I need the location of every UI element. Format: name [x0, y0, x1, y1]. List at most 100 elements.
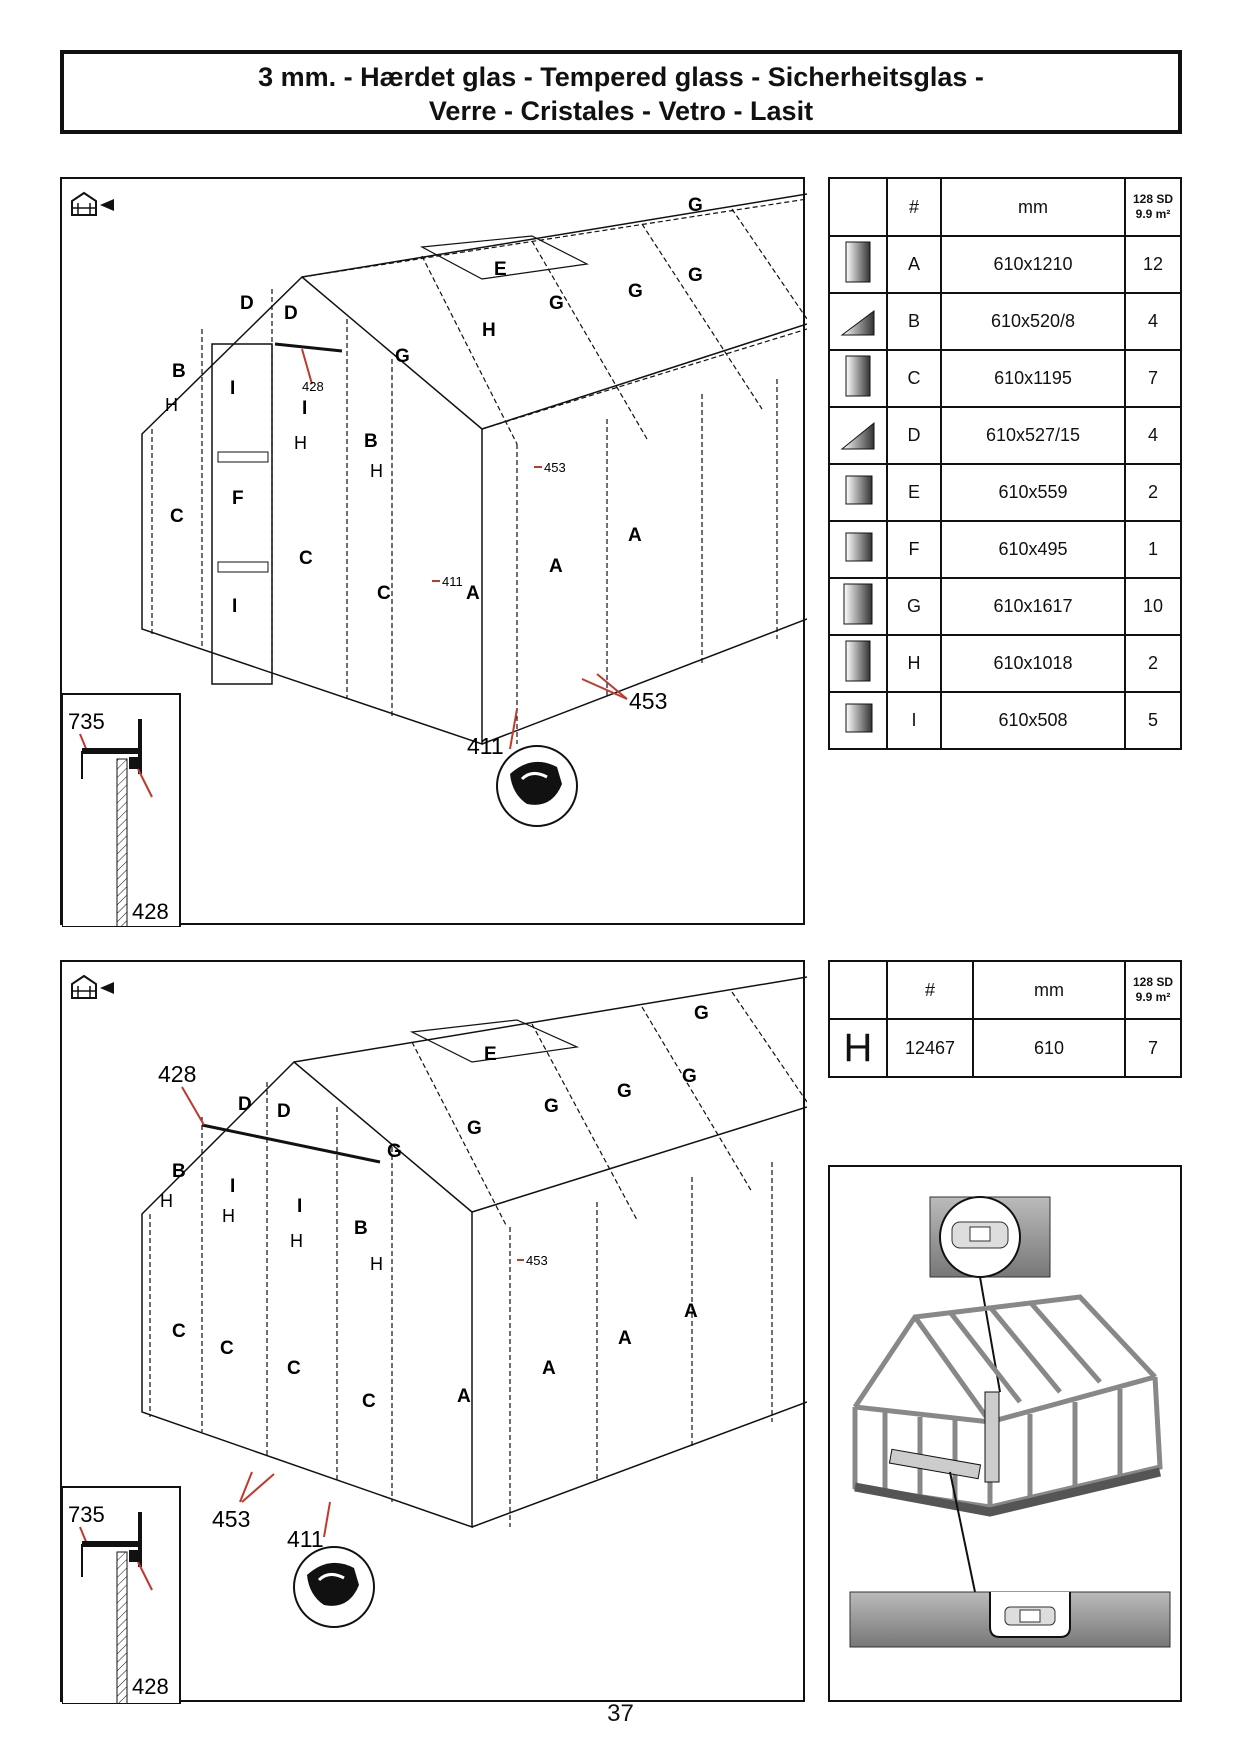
- pane-label-g1: G: [395, 346, 410, 367]
- pane-label-d2: D: [284, 303, 298, 324]
- greenhouse-glazing-diagram-1: E D D B B I I I F C C C A A A H G G G G …: [62, 191, 807, 927]
- pane-label-c3: C: [287, 1358, 301, 1379]
- h-clip-icon: H: [828, 1018, 888, 1078]
- clip-label-h3: H: [290, 1231, 303, 1251]
- pane-label-i2: I: [297, 1196, 302, 1217]
- seal-profile-411-icon: [293, 1546, 375, 1628]
- pane-label-c1: C: [170, 506, 184, 527]
- pane-label-g3: G: [544, 1096, 559, 1117]
- pane-label-g3: G: [628, 281, 643, 302]
- pane-label-b2: B: [354, 1218, 368, 1239]
- pane-label-g2: G: [467, 1118, 482, 1139]
- greenhouse-view-icon: [71, 191, 114, 216]
- clip-label-h4: H: [370, 1254, 383, 1274]
- clip-label-h3: H: [370, 461, 383, 481]
- inset-callout-428: 428: [132, 899, 169, 924]
- diagram-panel-1: E D D B B I I I F C C C A A A H G G G G …: [60, 177, 807, 927]
- level-check-illustration: [849, 1196, 1171, 1648]
- pane-label-b1: B: [172, 1161, 186, 1182]
- triangle-pane-icon: [840, 310, 875, 336]
- pane-label-g4: G: [688, 265, 703, 286]
- clip-label-h1: H: [160, 1191, 173, 1211]
- greenhouse-glazing-diagram-2: E D D B B I I C C C C A A A A G G G G G …: [62, 974, 807, 1704]
- spirit-level-bubble-icon: [849, 1591, 1171, 1648]
- square-pane-icon: [845, 532, 873, 562]
- pane-label-g5: G: [682, 1066, 697, 1087]
- inset-callout-428: 428: [132, 1674, 169, 1699]
- seal-profile-411-icon: [496, 745, 578, 827]
- table-row: H 12467 610 7: [828, 1018, 1182, 1078]
- pane-label-c2: C: [299, 548, 313, 569]
- pane-label-c2: C: [220, 1338, 234, 1359]
- callout-411-base: 411: [467, 733, 504, 759]
- callout-453: 453: [544, 460, 566, 475]
- pane-label-e: E: [494, 259, 507, 280]
- level-check-panel: [828, 1165, 1182, 1702]
- col-header-number: #: [886, 177, 942, 237]
- pane-label-e: E: [484, 1044, 497, 1065]
- pane-label-d1: D: [238, 1094, 252, 1115]
- page-number: 37: [607, 1700, 634, 1727]
- rect-tall-pane-icon: [845, 640, 871, 682]
- pane-label-g2: G: [549, 293, 564, 314]
- rect-tall-pane-icon: [845, 355, 871, 397]
- square-pane-icon: [845, 475, 873, 505]
- clip-label-h2: H: [294, 433, 307, 453]
- inset-callout-735: 735: [68, 1502, 105, 1527]
- col-header-mm: mm: [940, 177, 1126, 237]
- pane-label-a3: A: [628, 525, 642, 546]
- pane-label-g5: G: [688, 195, 703, 216]
- pane-label-d1: D: [240, 293, 254, 314]
- pane-label-a4: A: [684, 1301, 698, 1322]
- pane-label-i3: I: [232, 596, 237, 617]
- page-title: 3 mm. - Hærdet glas - Tempered glass - S…: [60, 50, 1182, 134]
- clip-label-h1: H: [165, 395, 178, 415]
- pane-label-a3: A: [618, 1328, 632, 1349]
- pane-label-c4: C: [362, 1391, 376, 1412]
- pane-label-g6: G: [694, 1003, 709, 1024]
- clip-label-h2: H: [222, 1206, 235, 1226]
- pane-label-f: F: [232, 488, 244, 509]
- rect-tall-pane-icon: [845, 241, 871, 283]
- col-header-number: #: [886, 960, 974, 1020]
- diagram-panel-2: E D D B B I I C C C C A A A A G G G G G …: [60, 960, 807, 1704]
- pane-label-a1: A: [466, 583, 480, 604]
- col-header-mm: mm: [972, 960, 1126, 1020]
- pane-label-c1: C: [172, 1321, 186, 1342]
- callout-411-base: 411: [287, 1526, 324, 1552]
- spirit-level-bubble-icon: [929, 1196, 1051, 1278]
- greenhouse-frame: [852, 1294, 1163, 1510]
- pane-label-i2: I: [302, 398, 307, 419]
- callout-411: 411: [442, 574, 463, 589]
- callout-453-base: 453: [212, 1506, 250, 1532]
- square-pane-icon: [845, 703, 873, 733]
- pane-label-b1: B: [172, 361, 186, 382]
- callout-453: 453: [526, 1253, 548, 1268]
- detail-inset-735-428: 735 428: [62, 693, 181, 927]
- triangle-pane-icon: [840, 421, 875, 450]
- pane-label-a2: A: [542, 1358, 556, 1379]
- pane-label-c3: C: [377, 583, 391, 604]
- title-line-2: Verre - Cristales - Vetro - Lasit: [428, 96, 814, 126]
- pane-label-h: H: [482, 320, 496, 341]
- inset-callout-735: 735: [68, 709, 105, 734]
- callout-428: 428: [158, 1061, 196, 1087]
- pane-label-i1: I: [230, 1176, 235, 1197]
- title-line-1: 3 mm. - Hærdet glas - Tempered glass - S…: [258, 62, 984, 92]
- pane-label-a2: A: [549, 556, 563, 577]
- callout-428: 428: [302, 379, 324, 394]
- pane-label-g1: G: [387, 1141, 402, 1162]
- pane-label-i1: I: [230, 378, 235, 399]
